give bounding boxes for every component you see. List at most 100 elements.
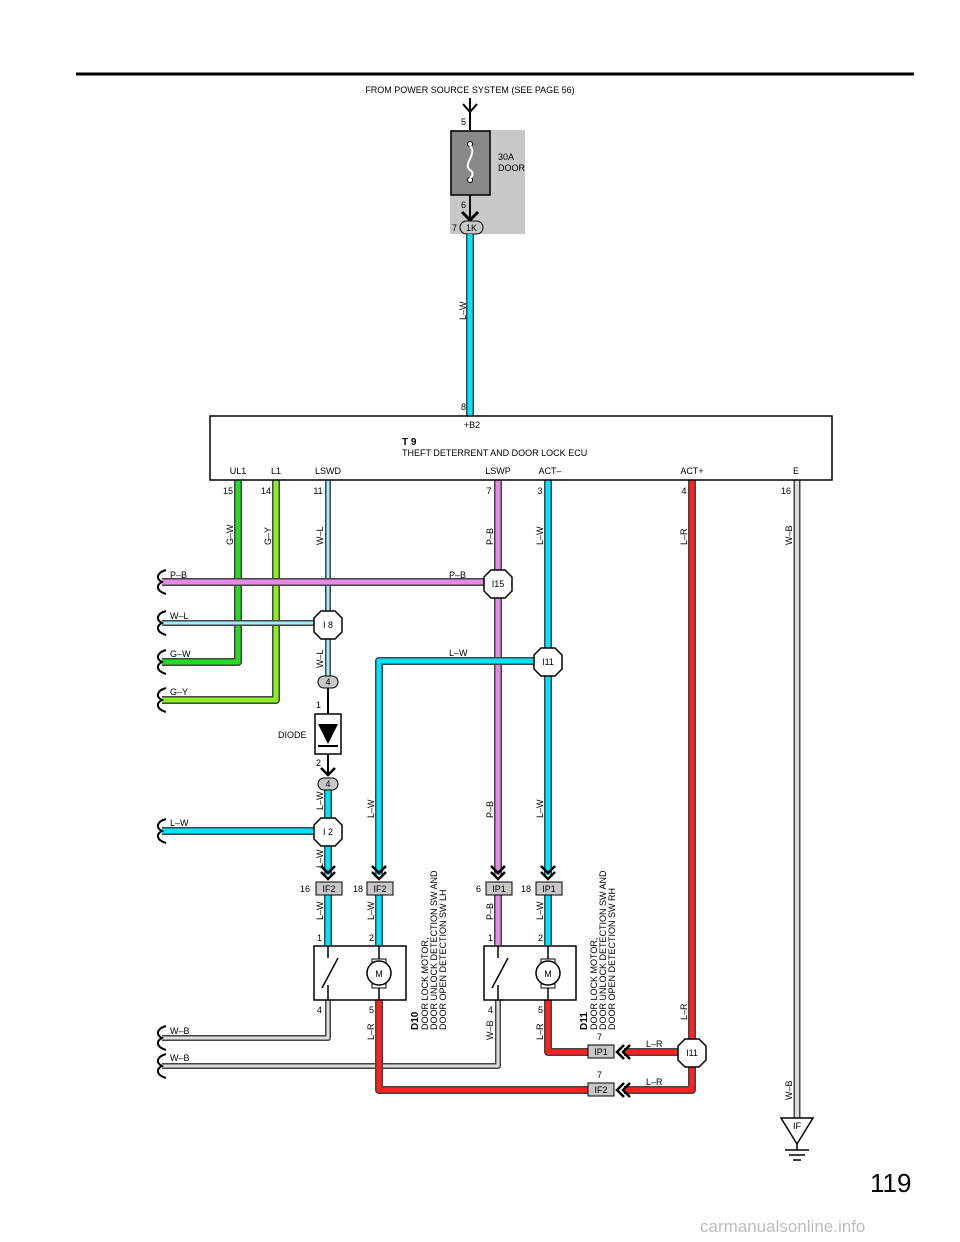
svg-text:G–Y: G–Y bbox=[263, 527, 273, 545]
terminal-act-minus: ACT– bbox=[538, 466, 561, 476]
motor-d10-code: D10 bbox=[410, 1011, 421, 1030]
source-arrow-icon bbox=[462, 103, 478, 114]
wire-break-braces bbox=[156, 569, 167, 1079]
svg-text:18: 18 bbox=[353, 884, 363, 894]
pin-11: 11 bbox=[313, 486, 322, 496]
fuse-pin-out: 6 bbox=[461, 200, 466, 210]
svg-text:2: 2 bbox=[538, 933, 543, 943]
pin-15: 15 bbox=[223, 486, 233, 496]
fuse-conn-pin: 7 bbox=[452, 223, 457, 233]
svg-text:4: 4 bbox=[325, 779, 330, 789]
svg-text:L–W: L–W bbox=[449, 648, 468, 658]
ecu-code: T 9 bbox=[402, 437, 417, 448]
svg-text:DOOR LOCK MOTOR,: DOOR LOCK MOTOR, bbox=[420, 938, 430, 1030]
svg-text:DOOR LOCK MOTOR,: DOOR LOCK MOTOR, bbox=[589, 938, 599, 1030]
svg-text:I15: I15 bbox=[492, 579, 505, 589]
terminal-lswd: LSWD bbox=[315, 466, 342, 476]
ground-if: IF bbox=[779, 1117, 815, 1161]
switch-icon bbox=[321, 957, 339, 989]
svg-text:IP1: IP1 bbox=[594, 1047, 608, 1057]
svg-text:1: 1 bbox=[316, 700, 321, 710]
svg-text:4: 4 bbox=[488, 1005, 493, 1015]
diode-assembly: 4 1 DIODE 2 4 bbox=[278, 675, 342, 791]
svg-text:IF2: IF2 bbox=[594, 1085, 607, 1095]
svg-text:4: 4 bbox=[325, 677, 330, 687]
connector-ip1-7 bbox=[587, 1044, 615, 1059]
svg-text:M: M bbox=[544, 969, 552, 979]
svg-text:IF: IF bbox=[793, 1121, 802, 1131]
pin-14: 14 bbox=[261, 486, 271, 496]
ecu-top-pin: 8 bbox=[461, 402, 466, 412]
ecu-name: THEFT DETERRENT AND DOOR LOCK ECU bbox=[402, 448, 587, 458]
terminal-act-plus: ACT+ bbox=[680, 466, 703, 476]
svg-text:L–R: L–R bbox=[646, 1039, 663, 1049]
svg-text:M: M bbox=[375, 969, 383, 979]
svg-text:DOOR UNLOCK DETECTION SW AND: DOOR UNLOCK DETECTION SW AND bbox=[429, 870, 439, 1030]
ground-icon bbox=[779, 1117, 815, 1146]
watermark: carmanualsonline.info bbox=[700, 1217, 865, 1236]
fuse-pin-in: 5 bbox=[461, 117, 466, 127]
motor-d10: 1 2 4 5 M D10 DOOR LOCK MOTOR, DOOR UNLO… bbox=[313, 870, 448, 1030]
connector-if2-7 bbox=[587, 1082, 615, 1097]
svg-text:G–Y: G–Y bbox=[170, 687, 188, 697]
connector-if2-18 bbox=[366, 881, 394, 896]
svg-text:L–R: L–R bbox=[679, 528, 689, 545]
fuse-element-icon bbox=[466, 145, 474, 179]
source-label: FROM POWER SOURCE SYSTEM (SEE PAGE 56) bbox=[365, 85, 574, 95]
svg-text:L–W: L–W bbox=[535, 901, 545, 920]
svg-text:5: 5 bbox=[538, 1005, 543, 1015]
svg-text:L–R: L–R bbox=[535, 1023, 545, 1040]
ecu-box bbox=[209, 415, 833, 481]
terminal-ul1: UL1 bbox=[230, 466, 247, 476]
svg-text:L–W: L–W bbox=[366, 901, 376, 920]
svg-text:L–W: L–W bbox=[366, 799, 376, 818]
junction-i11-lower bbox=[677, 1038, 707, 1068]
terminal-e: E bbox=[793, 466, 799, 476]
svg-text:2: 2 bbox=[316, 758, 321, 768]
svg-text:P–B: P–B bbox=[449, 570, 466, 580]
pin-3: 3 bbox=[537, 486, 542, 496]
connector-if2-16 bbox=[315, 881, 343, 896]
svg-text:P–B: P–B bbox=[170, 570, 187, 580]
pin-4: 4 bbox=[681, 486, 686, 496]
junction-i8 bbox=[313, 610, 343, 640]
svg-text:DOOR UNLOCK DETECTION SW AND: DOOR UNLOCK DETECTION SW AND bbox=[598, 870, 608, 1030]
junction-i15 bbox=[483, 569, 513, 599]
junction-i2 bbox=[313, 817, 343, 847]
motor-icon bbox=[535, 960, 561, 986]
svg-text:L–R: L–R bbox=[646, 1077, 663, 1087]
svg-text:W–B: W–B bbox=[170, 1053, 190, 1063]
motor-icon bbox=[366, 960, 392, 986]
svg-text:I 8: I 8 bbox=[323, 620, 333, 630]
svg-text:IP1: IP1 bbox=[492, 884, 506, 894]
svg-text:2: 2 bbox=[369, 933, 374, 943]
horizontal-wire-labels: P–B P–B W–L G–W G–Y L–W L–W W–B W–B L–R … bbox=[170, 570, 663, 1087]
fuse-amp: 30A bbox=[498, 152, 514, 162]
svg-text:L–W: L–W bbox=[458, 301, 468, 320]
connector-chevrons bbox=[320, 865, 631, 1098]
ecu-top-term: +B2 bbox=[464, 420, 480, 430]
svg-text:W–L: W–L bbox=[315, 649, 325, 668]
svg-text:1: 1 bbox=[317, 933, 322, 943]
diode-label: DIODE bbox=[278, 730, 307, 740]
svg-text:6: 6 bbox=[476, 884, 481, 894]
svg-text:W–L: W–L bbox=[315, 526, 325, 545]
fuse-contact bbox=[467, 177, 473, 183]
terminal-l1: L1 bbox=[271, 466, 281, 476]
svg-text:G–W: G–W bbox=[170, 649, 191, 659]
svg-text:IP1: IP1 bbox=[542, 884, 556, 894]
svg-text:P–B: P–B bbox=[485, 801, 495, 818]
motor-d11: 1 2 4 5 M D11 DOOR LOCK MOTOR, DOOR UNLO… bbox=[483, 870, 617, 1030]
svg-text:L–W: L–W bbox=[315, 901, 325, 920]
svg-text:16: 16 bbox=[300, 884, 310, 894]
svg-text:4: 4 bbox=[317, 1005, 322, 1015]
svg-text:L–W: L–W bbox=[315, 849, 325, 868]
svg-text:18: 18 bbox=[521, 884, 531, 894]
svg-text:W–B: W–B bbox=[784, 525, 794, 545]
connector-ip1-18 bbox=[535, 881, 563, 896]
switch-icon bbox=[491, 957, 509, 989]
svg-text:G–W: G–W bbox=[225, 524, 235, 545]
wires bbox=[162, 234, 801, 1118]
svg-text:1K: 1K bbox=[466, 223, 477, 233]
svg-text:7: 7 bbox=[597, 1070, 602, 1080]
